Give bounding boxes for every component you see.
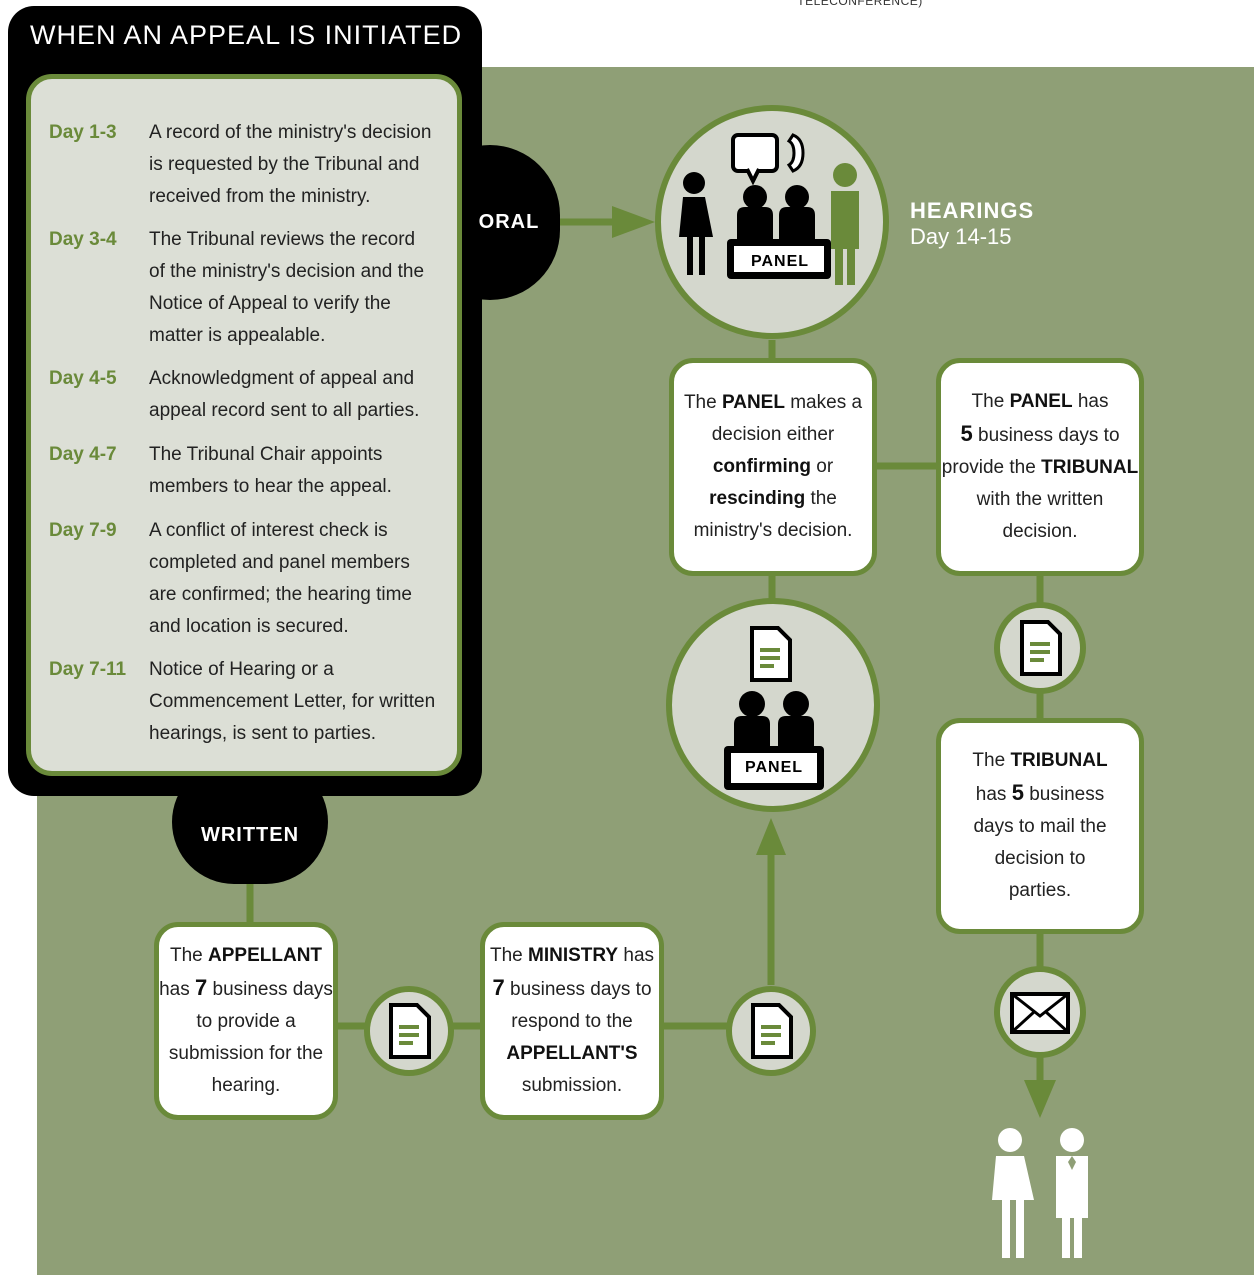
days-number: 5 xyxy=(1011,780,1024,805)
oral-arrow-icon xyxy=(612,206,655,238)
woman-icon xyxy=(992,1128,1034,1258)
document-circle xyxy=(364,986,454,1076)
text-part: The xyxy=(489,945,529,966)
rescinding-emphasis: rescinding xyxy=(709,488,806,509)
document-icon xyxy=(751,1003,793,1059)
speech-bubble-icon xyxy=(731,133,779,186)
tribunal-mail-box: The TRIBUNAL has 5 business days to mail… xyxy=(936,718,1144,934)
step-day: Day 3-4 xyxy=(49,229,117,250)
man-icon xyxy=(831,163,859,285)
document-icon xyxy=(750,626,792,682)
ministry-box: The MINISTRY has 7 business days to resp… xyxy=(480,922,664,1120)
panel-days-box: The PANEL has 5 business days to provide… xyxy=(936,358,1144,576)
step-day: Day 4-7 xyxy=(49,444,117,465)
days-number: 7 xyxy=(492,975,505,1000)
document-circle xyxy=(994,602,1086,694)
panel-emphasis: PANEL xyxy=(721,392,785,413)
step-text: A record of the ministry's decision is r… xyxy=(149,122,432,207)
document-circle xyxy=(726,986,816,1076)
up-arrow-icon xyxy=(756,818,786,855)
text-part: business days to respond to the xyxy=(504,979,652,1032)
text-part: submission. xyxy=(521,1075,623,1096)
appeal-steps-panel: Day 1-3 A record of the ministry's decis… xyxy=(26,74,462,776)
days-number: 5 xyxy=(960,421,973,446)
phone-icon xyxy=(786,133,805,173)
written-label: WRITTEN xyxy=(200,823,300,846)
ministry-emphasis: MINISTRY xyxy=(528,945,619,966)
text-part: business days to provide a submission fo… xyxy=(168,979,333,1096)
step-text: Notice of Hearing or a Commencement Lett… xyxy=(149,659,436,744)
text-part: business days to provide the xyxy=(941,425,1120,478)
text-part: has xyxy=(975,784,1012,805)
text-part: The xyxy=(971,391,1010,412)
text-part: or xyxy=(810,456,834,477)
parties-icon xyxy=(992,1128,1088,1258)
hearing-panel-label: PANEL xyxy=(750,253,810,270)
panel-emphasis: PANEL xyxy=(1009,391,1073,412)
text-part: has xyxy=(1072,391,1109,412)
appeal-title: WHEN AN APPEAL IS INITIATED xyxy=(30,20,463,50)
document-icon xyxy=(1020,620,1062,676)
down-arrow-icon xyxy=(1024,1080,1056,1118)
days-number: 7 xyxy=(194,975,208,1000)
step-text: Acknowledgment of appeal and appeal reco… xyxy=(149,368,420,421)
step-day: Day 1-3 xyxy=(49,122,117,143)
step-text: The Tribunal reviews the record of the m… xyxy=(149,229,425,346)
hearings-days: Day 14-15 xyxy=(910,224,1012,249)
written-bubble: WRITTEN xyxy=(172,760,328,884)
step-day: Day 7-9 xyxy=(49,520,117,541)
step-text: The Tribunal Chair appoints members to h… xyxy=(149,444,392,497)
tribunal-emphasis: TRIBUNAL xyxy=(1041,457,1139,478)
text-part: The xyxy=(169,945,209,966)
envelope-icon xyxy=(1010,992,1070,1034)
text-part: The xyxy=(683,392,722,413)
tribunal-emphasis: TRIBUNAL xyxy=(1010,750,1108,771)
man-icon xyxy=(1056,1128,1088,1258)
panel-circle: PANEL xyxy=(666,598,880,812)
text-part: makes a decision either xyxy=(711,392,863,445)
woman-icon xyxy=(679,172,713,275)
panel-decision-box: The PANEL makes a decision either confir… xyxy=(669,358,877,576)
step-day: Day 4-5 xyxy=(49,368,117,389)
appellant-emphasis: APPELLANT xyxy=(208,945,323,966)
text-part: with the written decision. xyxy=(976,489,1104,542)
envelope-circle xyxy=(994,966,1086,1058)
step-text: A conflict of interest check is complete… xyxy=(149,520,412,637)
step-day: Day 7-11 xyxy=(49,659,127,680)
appellants-emphasis: APPELLANT'S xyxy=(506,1043,638,1064)
confirming-emphasis: confirming xyxy=(712,456,811,477)
oral-label: ORAL xyxy=(478,211,540,233)
text-part: has xyxy=(618,945,655,966)
hearings-circle: PANEL xyxy=(655,105,889,339)
hearing-panel-icon xyxy=(679,133,859,285)
document-icon xyxy=(389,1003,431,1059)
text-part: the ministry's decision. xyxy=(693,488,853,541)
text-part: has xyxy=(159,979,195,1000)
top-note: TELECONFERENCE) xyxy=(797,0,923,8)
appellant-box: The APPELLANT has 7 business days to pro… xyxy=(154,922,338,1120)
text-part: The xyxy=(972,750,1011,771)
panel-icon xyxy=(724,626,824,790)
text-part: business days to mail the decision to pa… xyxy=(973,784,1107,901)
panel-circle-label: PANEL xyxy=(744,759,804,776)
hearings-title: HEARINGS xyxy=(910,198,1035,223)
